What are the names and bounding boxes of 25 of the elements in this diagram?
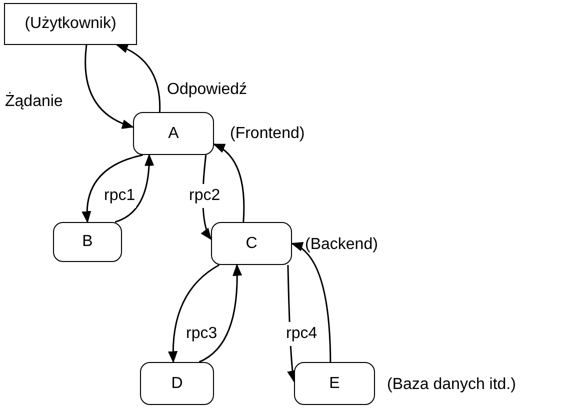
node-label: A [168,124,179,144]
curved-arrow [82,154,143,224]
rounded-box [211,222,292,265]
curved-arrow [290,242,332,362]
rounded-box [53,222,122,262]
annotation: (Baza danych itd.) [387,375,516,395]
curved-arrow [116,44,161,112]
node-label: C [246,234,258,254]
curved-arrow [114,154,154,223]
annotation: (Backend) [305,235,378,255]
rounded-box [133,112,214,155]
curved-arrow [84,44,134,128]
curved-arrow [212,144,245,222]
edge-label: rpc4 [285,322,318,346]
node-label: B [82,232,93,252]
box [4,3,137,45]
rounded-box [140,362,214,405]
node-label: E [329,374,340,394]
curved-arrow [198,264,242,363]
edge-label: rpc2 [188,184,222,208]
annotation: (Frontend) [230,124,305,144]
rounded-box [294,362,375,405]
node-label: (Użytkownik) [24,14,116,34]
curved-arrow [168,264,220,364]
node-label: D [171,374,183,394]
